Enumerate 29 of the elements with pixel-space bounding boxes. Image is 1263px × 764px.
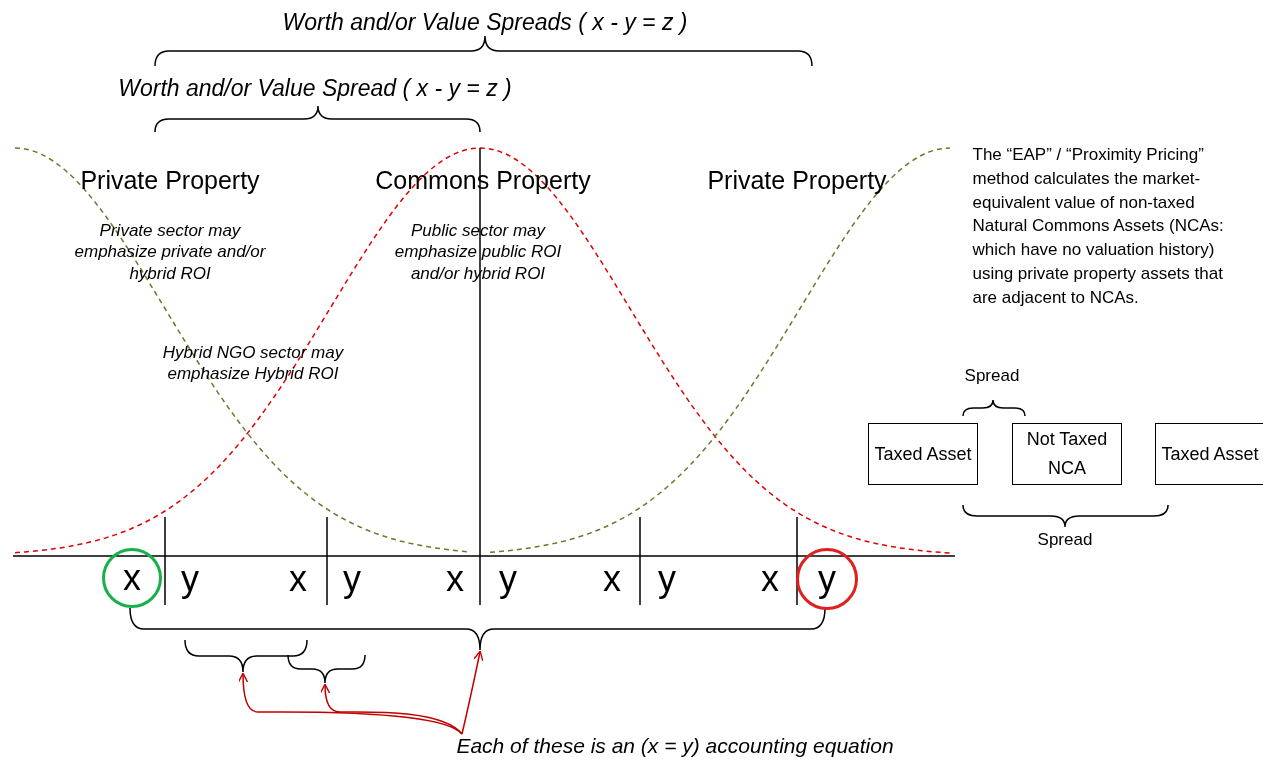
note-text: Hybrid NGO sector may emphasize Hybrid ROI xyxy=(161,342,345,385)
asset-box: Taxed Asset xyxy=(1155,423,1263,485)
leader-arrow xyxy=(461,650,484,735)
spread-label: Spread xyxy=(963,365,1021,387)
leader-arrow xyxy=(237,672,463,735)
circled-letter: y xyxy=(796,548,858,610)
description-text: The “EAP” / “Proximity Pricing” method calculates the market-equivalent value of non-taxed Natural Commons Assets (NCAs: which have no valuation history) using private property assets that are adjacent to NCAs. xyxy=(972,144,1225,309)
axis-letter: y xyxy=(498,557,518,601)
axis-letter: x xyxy=(760,557,780,601)
axis-letter: x xyxy=(288,557,308,601)
note-text: Private sector may emphasize private and/or hybrid ROI xyxy=(73,220,267,284)
axis-letter: x xyxy=(445,557,465,601)
heading-text: Worth and/or Value Spreads ( x - y = z ) xyxy=(281,8,689,37)
asset-box: Not Taxed NCA xyxy=(1012,423,1122,485)
region-label: Private Property xyxy=(79,165,261,196)
bracket xyxy=(287,654,366,684)
circled-letter: x xyxy=(102,548,162,608)
axis-letter: y xyxy=(657,557,677,601)
axis-letter: y xyxy=(342,557,362,601)
heading-text: Worth and/or Value Spread ( x - y = z ) xyxy=(117,74,513,103)
leader-arrow xyxy=(320,683,463,735)
spread-label: Spread xyxy=(1036,529,1094,551)
axis-letter: y xyxy=(180,557,200,601)
bracket xyxy=(129,607,826,651)
asset-box: Taxed Asset xyxy=(868,423,978,485)
caption-text: Each of these is an (x = y) accounting equation xyxy=(420,733,930,760)
axis-letter: x xyxy=(602,557,622,601)
bracket xyxy=(184,639,308,673)
region-label: Private Property xyxy=(706,165,888,196)
